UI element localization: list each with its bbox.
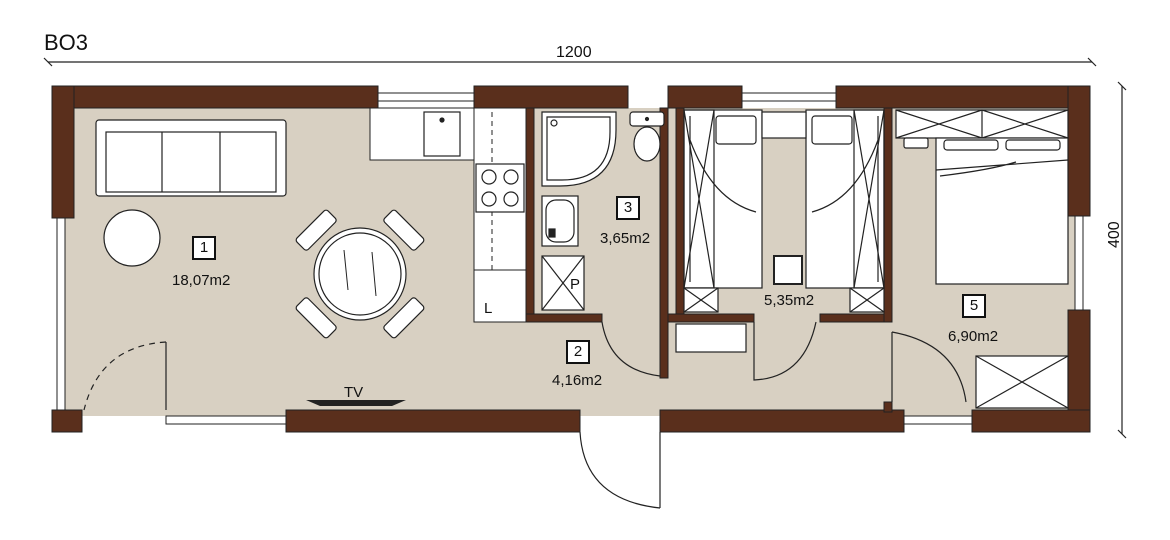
- bunk-bed-right: [805, 109, 885, 289]
- wardrobe-room5: [895, 109, 1069, 139]
- wardrobe-room5-bottom: [975, 355, 1069, 409]
- dining-table: [295, 209, 425, 339]
- room-1-number: 1: [192, 236, 216, 260]
- plan-title: BO3: [44, 30, 89, 55]
- boiler-p-label: P: [570, 276, 581, 293]
- shower: [541, 111, 617, 187]
- side-table: [103, 209, 161, 267]
- stove: [475, 163, 525, 213]
- boiler-cabinet: [541, 255, 585, 311]
- kitchen-sink: [423, 111, 461, 157]
- room-5-number: 5: [962, 294, 986, 318]
- kitchen-l-label: L: [484, 300, 493, 317]
- tv-icon: [306, 400, 406, 406]
- room-3-area: 3,65m2: [600, 230, 651, 247]
- toilet: [629, 111, 665, 162]
- room-5-area: 6,90m2: [948, 328, 999, 345]
- bunk-bed-left: [683, 109, 763, 289]
- double-bed: [903, 137, 1069, 285]
- bathroom-sink: [541, 195, 579, 247]
- wardrobes-room4: [683, 109, 885, 313]
- windows: [56, 92, 1084, 425]
- height-dimension: 400: [1106, 221, 1123, 248]
- room-1-area: 18,07m2: [172, 272, 231, 289]
- sofa: [95, 119, 287, 197]
- exterior-walls: [51, 85, 1091, 433]
- dimension-lines: [43, 57, 1127, 439]
- interior-walls: [525, 107, 893, 413]
- room-2-number: 2: [566, 340, 590, 364]
- room-3-number: 3: [616, 196, 640, 220]
- doors: [83, 321, 967, 509]
- room-4-area: 5,35m2: [764, 292, 815, 309]
- tv-label: TV: [344, 384, 364, 401]
- width-dimension: 1200: [556, 44, 592, 61]
- nightstand: [773, 255, 803, 285]
- room-2-area: 4,16m2: [552, 372, 603, 389]
- bench: [675, 323, 747, 353]
